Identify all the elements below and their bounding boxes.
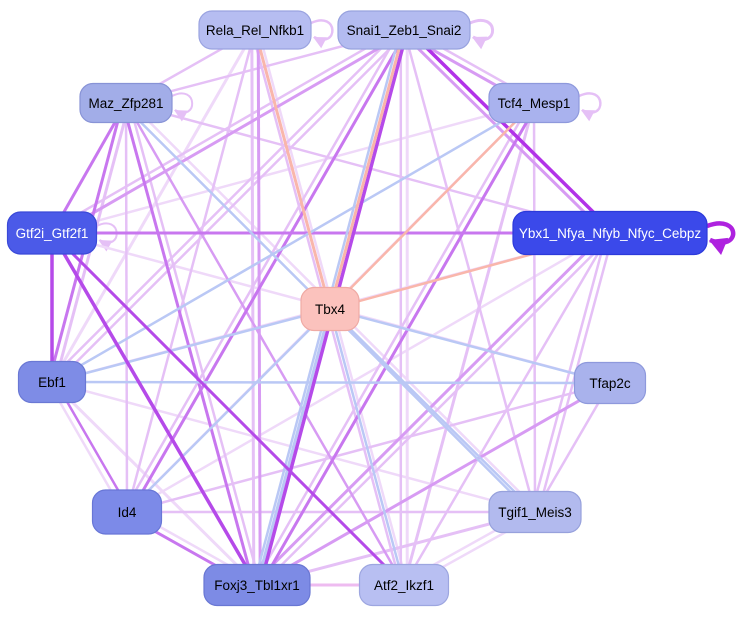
edge-maz-maz-arrowhead	[174, 110, 188, 122]
edge-tbx4-rela	[256, 39, 332, 309]
edge-rela-rela-arrowhead	[313, 37, 327, 49]
edge-ebf1-id4	[48, 383, 121, 506]
node-ybx1[interactable]: Ybx1_Nfya_Nfyb_Nfyc_Cebpz	[512, 210, 708, 256]
edge-gtf2i-atf2	[51, 232, 398, 579]
node-snai1[interactable]: Snai1_Zeb1_Snai2	[337, 10, 471, 50]
edge-maz-id4	[124, 104, 129, 503]
edge-snai1-gtf2i	[58, 26, 403, 227]
edge-tcf4-tcf4-selfloop	[578, 92, 602, 114]
edge-tcf4-foxj3	[258, 101, 532, 576]
node-tfap2c-shape[interactable]	[573, 361, 647, 405]
edge-ebf1-tfap2c	[53, 380, 601, 385]
node-ebf1-shape[interactable]	[17, 360, 87, 404]
node-tgif1-shape[interactable]	[488, 490, 582, 534]
node-tfap2c[interactable]: Tfap2c	[573, 361, 647, 405]
node-rela[interactable]: Rela_Rel_Nfkb1	[198, 10, 312, 50]
node-tcf4-shape[interactable]	[488, 82, 580, 124]
edge-id4-tfap2c	[127, 384, 601, 513]
node-gtf2i-shape[interactable]	[6, 211, 98, 255]
node-foxj3-shape[interactable]	[203, 563, 311, 607]
edge-ybx1-id4	[134, 232, 610, 509]
edge-tcf4-ebf1	[59, 102, 534, 379]
node-id4-shape[interactable]	[91, 489, 163, 535]
node-atf2-shape[interactable]	[358, 563, 450, 607]
node-id4[interactable]: Id4	[91, 489, 163, 535]
nodes-layer: Rela_Rel_Nfkb1 Snai1_Zeb1_Snai2Maz_Zfp281…	[6, 10, 708, 607]
node-tgif1[interactable]: Tgif1_Meis3	[488, 490, 582, 534]
edge-ebf1-foxj3	[51, 381, 251, 579]
edge-snai1-ybx1	[401, 31, 602, 229]
edge-id4-ebf1	[58, 388, 131, 511]
edge-maz-maz-selfloop	[171, 92, 194, 114]
edge-maz-atf2	[125, 103, 401, 578]
edge-ybx1-foxj3	[261, 230, 609, 577]
edge-ybx1-atf2	[407, 233, 611, 578]
edge-tgif1-snai1	[405, 39, 536, 512]
edge-snai1-snai1-selfloop	[469, 19, 495, 41]
edge-tgif1-tbx4	[336, 315, 536, 513]
edge-atf2-tcf4	[402, 112, 533, 585]
edge-gtf2i-snai1	[53, 36, 398, 237]
edge-ybx1-ybx1-arrowhead	[709, 237, 729, 256]
node-ebf1[interactable]: Ebf1	[17, 360, 87, 404]
node-maz-shape[interactable]	[79, 82, 173, 124]
edge-foxj3-rela	[256, 40, 262, 584]
edge-id4-tbx4	[126, 315, 324, 513]
node-ybx1-shape[interactable]	[512, 210, 708, 256]
edge-rela-rela-selfloop	[310, 19, 334, 41]
edge-gtf2i-foxj3	[51, 233, 253, 577]
edge-ybx1-tgif1	[533, 232, 608, 503]
edge-ebf1-snai1	[54, 38, 401, 385]
edge-id4-snai1	[128, 40, 403, 514]
edge-ybx1-snai1	[413, 34, 613, 232]
edge-snai1-snai1-arrowhead	[472, 36, 488, 50]
edge-foxj3-tbx4	[255, 318, 329, 585]
node-maz[interactable]: Maz_Zfp281	[79, 82, 173, 124]
edge-maz-gtf2i	[55, 103, 127, 225]
node-snai1-shape[interactable]	[337, 10, 471, 50]
edge-tcf4-gtf2i	[61, 102, 534, 232]
node-rela-shape[interactable]	[198, 10, 312, 50]
edge-foxj3-tfap2c	[257, 386, 602, 586]
node-tcf4[interactable]: Tcf4_Mesp1	[488, 82, 580, 124]
edge-maz-foxj3	[121, 104, 253, 577]
edge-tbx4-snai1	[328, 39, 403, 309]
node-tbx4-shape[interactable]	[300, 286, 360, 332]
edge-gtf2i-gtf2i-arrowhead	[98, 240, 113, 252]
node-atf2[interactable]: Atf2_Ikzf1	[358, 563, 450, 607]
node-foxj3[interactable]: Foxj3_Tbl1xr1	[203, 563, 311, 607]
edge-ebf1-tbx4	[52, 310, 321, 383]
edge-id4-rela	[126, 39, 254, 512]
edge-foxj3-maz	[130, 111, 262, 584]
edge-snai1-id4	[128, 28, 402, 503]
edge-foxj3-tcf4	[258, 113, 533, 587]
edge-atf2-tbx4	[331, 318, 405, 585]
node-tbx4[interactable]: Tbx4	[300, 286, 360, 332]
edge-tfap2c-tbx4	[339, 310, 610, 384]
edge-snai1-ebf1	[55, 27, 402, 374]
edge-tcf4-tcf4-arrowhead	[581, 110, 595, 122]
edge-tbx4-tcf4	[329, 109, 528, 310]
node-gtf2i[interactable]: Gtf2i_Gtf2f1	[6, 211, 98, 255]
